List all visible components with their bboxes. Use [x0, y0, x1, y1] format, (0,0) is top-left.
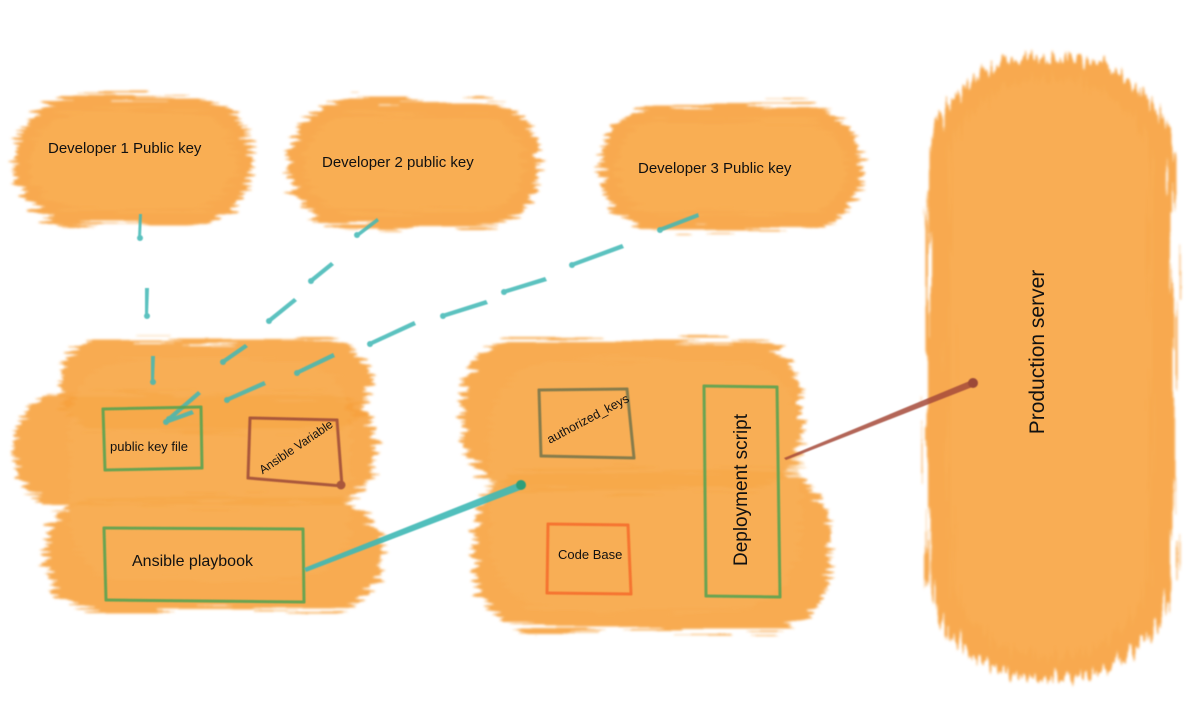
deployment-script-box: [702, 384, 782, 599]
ansible-variable-box: [246, 416, 346, 490]
developer-1-blob: [14, 96, 252, 226]
deploy-group-blob: [462, 340, 830, 630]
ansible-group-blob: [14, 340, 382, 610]
public-key-file-label: public key file: [110, 439, 189, 454]
developer-3-label: Developer 3 Public key: [638, 160, 792, 177]
ansible-playbook-box: [102, 526, 306, 604]
code-base-label: Code Base: [558, 547, 623, 562]
production-server-label: Production server: [1026, 269, 1049, 435]
developer-2-label: Developer 2 public key: [322, 154, 474, 171]
developer-1-label: Developer 1 Public key: [48, 140, 202, 157]
arrow-playbook-to-deploy: [304, 480, 526, 572]
developer-3-blob: [600, 106, 862, 230]
developer-2-blob: [288, 100, 540, 228]
ansible-playbook-label: Ansible playbook: [132, 553, 253, 570]
arrows-developer-to-keyfile: [137, 213, 699, 425]
deployment-script-label: Deployment script: [731, 413, 752, 567]
production-server-blob: [928, 58, 1174, 678]
code-base-box: [545, 522, 633, 596]
link-deploy-to-production: [784, 378, 978, 460]
public-key-file-box: [101, 405, 204, 472]
authorized-keys-box: [537, 387, 636, 460]
